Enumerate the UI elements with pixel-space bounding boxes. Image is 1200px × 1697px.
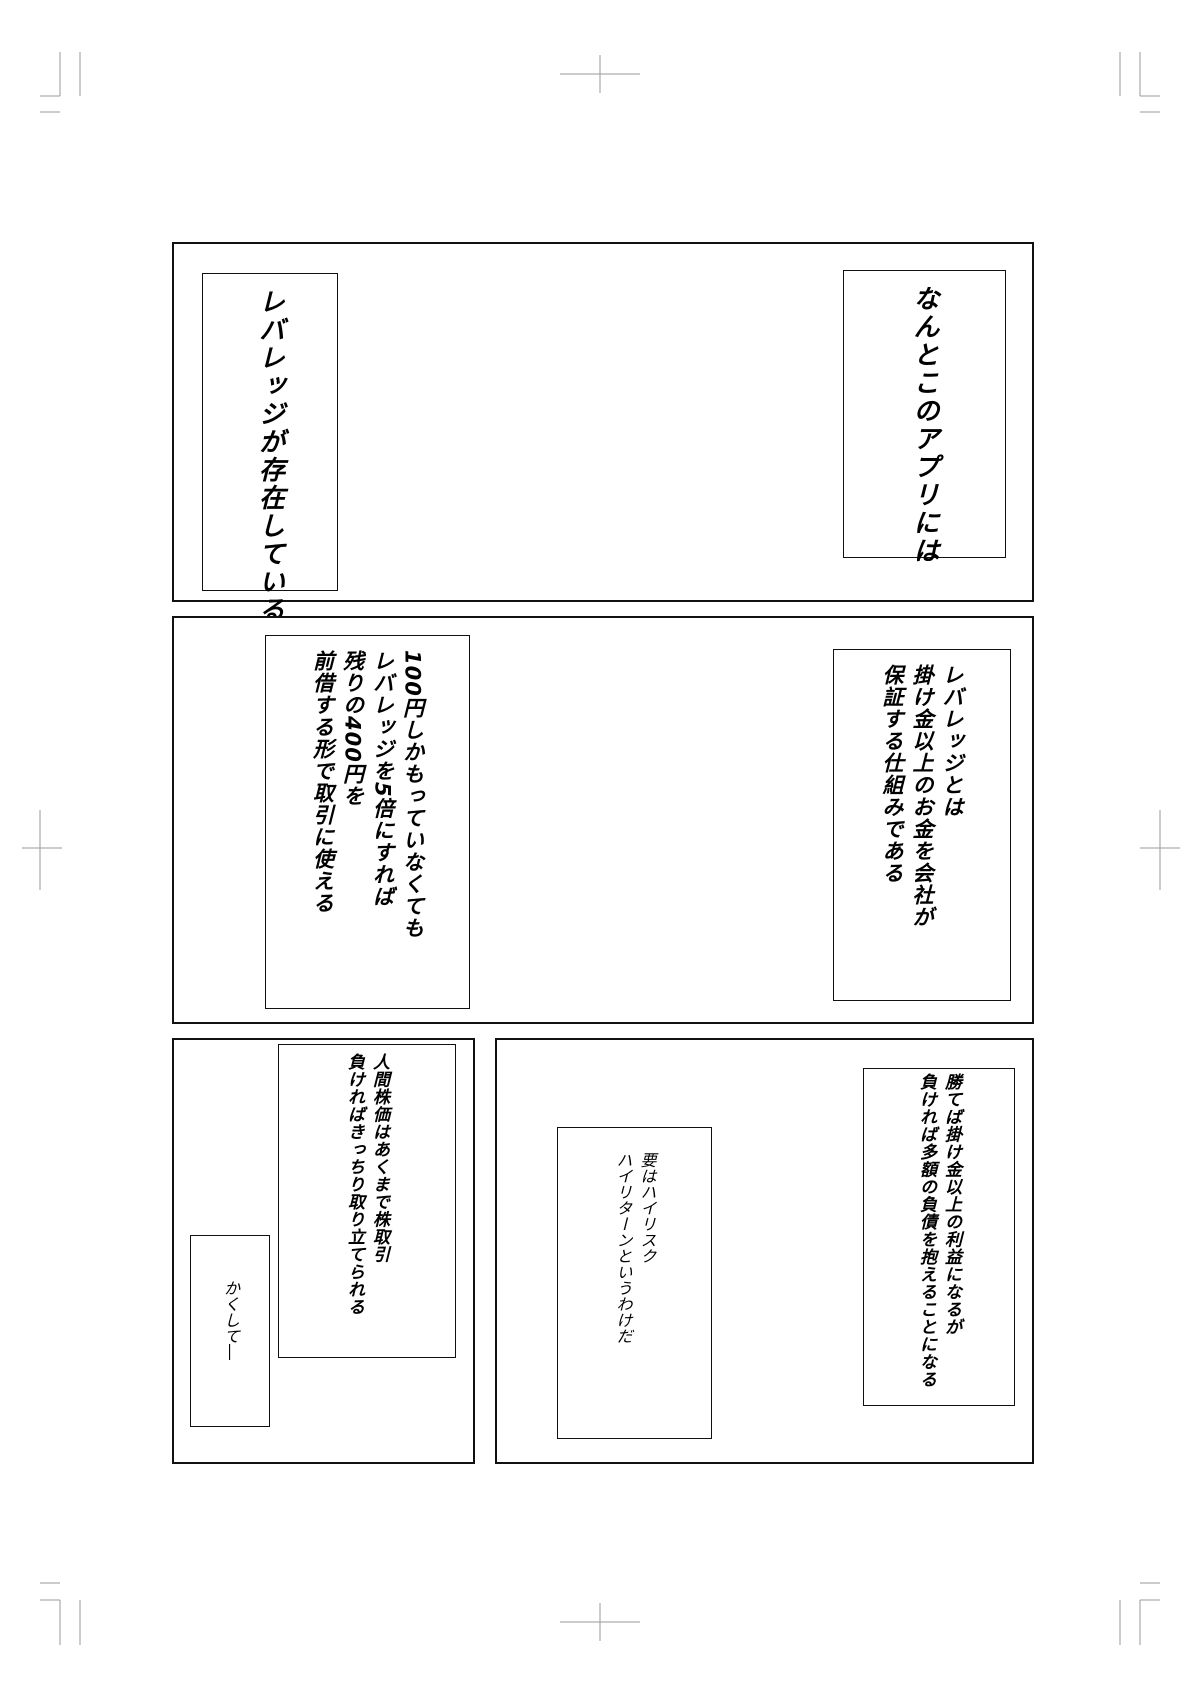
caption-line: かくして― bbox=[221, 1280, 240, 1360]
caption-line: 保証する仕組みである bbox=[880, 664, 904, 884]
caption-line: 100円しかもっていなくても bbox=[400, 650, 425, 939]
caption-line: 掛け金以上のお金を会社が bbox=[910, 664, 934, 928]
caption-box-panel3-main: 人間株価はあくまで株取引 負ければきっちり取り立てられる bbox=[278, 1044, 456, 1358]
caption-line: 負ければ多額の負債を抱えることになる bbox=[916, 1073, 936, 1388]
caption-line: 人間株価はあくまで株取引 bbox=[369, 1053, 389, 1263]
caption-box-panel2-right: レバレッジとは 掛け金以上のお金を会社が 保証する仕組みである bbox=[833, 649, 1011, 1001]
caption-line: レバレッジとは bbox=[940, 664, 964, 818]
caption-box-panel4-left: 要はハイリスク ハイリターンというわけだ bbox=[557, 1127, 712, 1439]
caption-box-panel3-small: かくして― bbox=[190, 1235, 270, 1427]
caption-box-panel4-right: 勝てば掛け金以上の利益になるが 負ければ多額の負債を抱えることになる bbox=[863, 1068, 1015, 1406]
caption-line: レバレッジを5倍にすれば bbox=[370, 650, 395, 908]
caption-line: 要はハイリスク bbox=[637, 1152, 657, 1264]
caption-line: 前借する形で取引に使える bbox=[310, 650, 335, 914]
caption-line: 負ければきっちり取り立てられる bbox=[344, 1053, 364, 1316]
caption-box-panel1-left: レバレッジが存在している bbox=[202, 273, 338, 624]
caption-box-panel2-left: 100円しかもっていなくても レバレッジを5倍にすれば 残りの400円を 前借す… bbox=[265, 635, 470, 1009]
caption-line: 勝てば掛け金以上の利益になるが bbox=[941, 1073, 961, 1336]
caption-line: ハイリターンというわけだ bbox=[613, 1152, 633, 1344]
caption-box-panel1-right: なんとこのアプリには bbox=[843, 270, 1006, 565]
caption-line: 残りの400円を bbox=[340, 650, 365, 807]
caption-line: レバレッジが存在している bbox=[254, 288, 285, 624]
caption-line: なんとこのアプリには bbox=[909, 285, 939, 565]
